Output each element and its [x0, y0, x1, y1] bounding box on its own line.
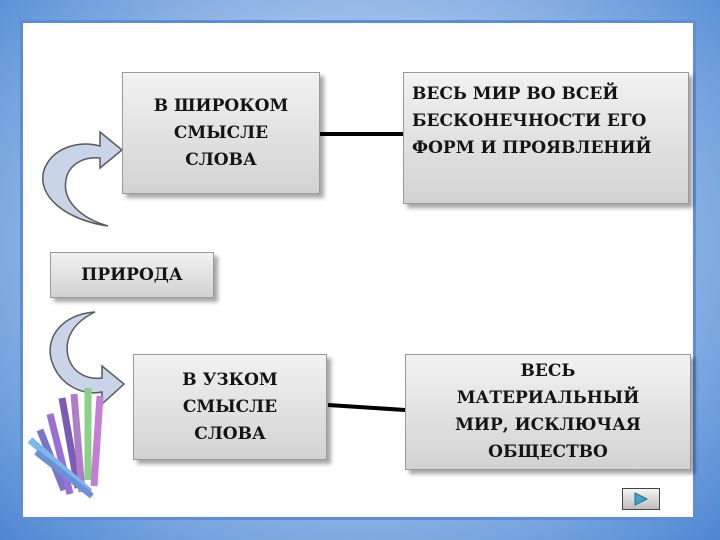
pencils-icon [27, 388, 104, 499]
root-box: ПРИРОДА [50, 252, 214, 298]
broad-definition-label: ВЕСЬ МИР ВО ВСЕЙ БЕСКОНЕЧНОСТИ ЕГО ФОРМ … [412, 84, 652, 158]
narrow-sense-box: В УЗКОМ СМЫСЛЕ СЛОВА [133, 354, 327, 460]
narrow-connector-line [327, 403, 406, 412]
broad-definition-box: ВЕСЬ МИР ВО ВСЕЙ БЕСКОНЕЧНОСТИ ЕГО ФОРМ … [403, 72, 689, 204]
play-next-icon [634, 492, 649, 506]
next-slide-button[interactable] [622, 488, 660, 510]
root-label: ПРИРОДА [81, 264, 183, 285]
broad-sense-box: В ШИРОКОМ СМЫСЛЕ СЛОВА [122, 72, 320, 194]
narrow-definition-box: ВЕСЬ МАТЕРИАЛЬНЫЙ МИР, ИСКЛЮЧАЯ ОБЩЕСТВО [405, 354, 691, 470]
curved-arrow-up-icon [41, 130, 124, 227]
broad-sense-label: В ШИРОКОМ СМЫСЛЕ СЛОВА [153, 95, 289, 170]
narrow-sense-label: В УЗКОМ СМЫСЛЕ СЛОВА [182, 369, 278, 444]
narrow-definition-label: ВЕСЬ МАТЕРИАЛЬНЫЙ МИР, ИСКЛЮЧАЯ ОБЩЕСТВО [455, 361, 641, 462]
